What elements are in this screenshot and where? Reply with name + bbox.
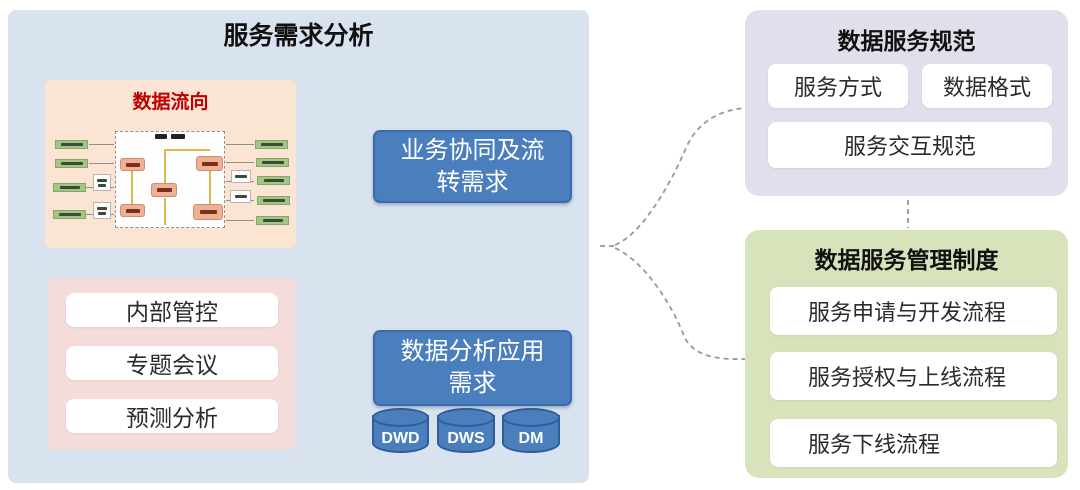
spec-item-interaction-spec: 服务交互规范 (768, 122, 1052, 168)
mini-process-node (120, 158, 145, 171)
mini-target-node (255, 140, 288, 149)
mini-label-chip (93, 174, 111, 191)
mini-yellow-line (164, 149, 210, 151)
cylinder-label: DWS (447, 430, 485, 447)
spec-item-service-mode: 服务方式 (768, 64, 908, 108)
mini-yellow-line (209, 171, 211, 205)
database-cylinder-dwd: DWD (372, 408, 429, 453)
data-analysis-requirement-box: 数据分析应用需求 (373, 330, 572, 406)
mini-label-chip (231, 170, 251, 183)
mini-source-node (55, 140, 88, 149)
spec-item-data-format: 数据格式 (922, 64, 1052, 108)
connector-branch-to-spec (614, 107, 747, 246)
connector-branch-to-mgmt (614, 247, 747, 361)
mini-target-node (256, 158, 289, 167)
business-collaboration-requirement-box: 业务协同及流转需求 (373, 130, 572, 203)
mini-label-chip (93, 202, 111, 219)
mgmt-panel-title: 数据服务管理制度 (814, 247, 999, 273)
database-cylinder-dm: DM (502, 408, 560, 453)
mini-label-chip (230, 190, 251, 203)
mini-link-line (89, 144, 114, 145)
demand-item-internal-control: 内部管控 (66, 293, 278, 327)
database-cylinder-dws: DWS (437, 408, 495, 453)
mini-process-node (151, 183, 177, 197)
mini-source-node (55, 159, 88, 168)
mini-target-node (256, 216, 289, 225)
mini-link-line (226, 162, 254, 163)
mini-source-node (53, 210, 86, 219)
mini-link-line (89, 163, 114, 164)
mini-process-node (193, 204, 223, 220)
mini-yellow-line (164, 149, 166, 184)
left-panel-title: 服务需求分析 (223, 22, 374, 50)
mini-yellow-line (131, 171, 133, 207)
mgmt-item-apply-develop-flow: 服务申请与开发流程 (770, 287, 1057, 335)
demand-item-forecast-analysis: 预测分析 (66, 399, 278, 433)
spec-panel-title: 数据服务规范 (837, 28, 976, 54)
mini-source-node (53, 183, 86, 192)
cylinder-label: DM (518, 430, 544, 447)
mini-process-node (120, 204, 145, 217)
mini-target-node (257, 196, 290, 205)
data-flow-title: 数据流向 (132, 92, 209, 113)
mgmt-item-authorize-online-flow: 服务授权与上线流程 (770, 352, 1057, 400)
mgmt-item-offline-flow: 服务下线流程 (770, 419, 1057, 467)
mini-link-line (226, 144, 254, 145)
cylinder-label: DWD (381, 430, 420, 447)
mini-yellow-line (164, 198, 166, 225)
mini-target-node (257, 176, 290, 185)
mini-link-line (226, 220, 254, 221)
demand-item-special-meeting: 专题会议 (66, 346, 278, 380)
mini-flowchart-title-illegible (115, 134, 225, 139)
mini-process-node (196, 156, 223, 171)
